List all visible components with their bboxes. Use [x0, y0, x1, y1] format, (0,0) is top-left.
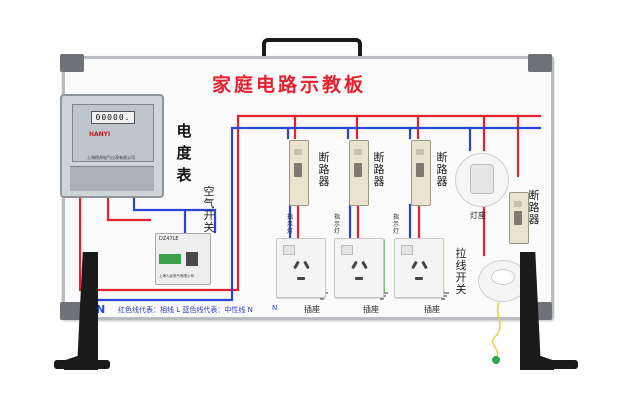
breaker-1-toggle[interactable]: [294, 163, 302, 177]
phase-wire-main: [78, 114, 542, 292]
stand-left-foot: [54, 360, 110, 369]
board-corner-top-left: [60, 54, 84, 72]
meter-display: 00000.: [91, 111, 135, 124]
board-corner-bottom-left: [60, 302, 84, 320]
rcd-lever[interactable]: [186, 252, 198, 266]
indicator-lamp-label-3: 指示灯: [392, 214, 399, 235]
board-title: 家庭电路示教板: [212, 74, 367, 96]
breaker-4-toggle[interactable]: [514, 211, 522, 225]
meter-label: 电度表: [176, 122, 192, 184]
socket-3-label: 插座: [424, 305, 440, 314]
socket-1-indicator: [283, 245, 295, 255]
socket-2[interactable]: [334, 238, 384, 298]
breaker-4[interactable]: [509, 192, 529, 244]
rcd-brand: 上海人民电气有限公司: [159, 274, 194, 278]
meter-window: 00000. HANYI 上海德邦电气仪表有限公司: [72, 104, 154, 162]
socket-1[interactable]: [276, 238, 326, 298]
lamp-holder: [455, 153, 509, 207]
pull-switch-cap: [491, 269, 515, 285]
wire-legend: 红色线代表：相线 L 蓝色线代表：中性线 N: [118, 306, 253, 314]
socket-3-indicator: [401, 245, 413, 255]
neutral-label-right: N: [272, 304, 278, 312]
electricity-meter: 00000. HANYI 上海德邦电气仪表有限公司: [60, 94, 164, 198]
socket-2-indicator: [341, 245, 353, 255]
breaker-3-label: 断路器: [436, 151, 448, 188]
meter-maker: 上海德邦电气仪表有限公司: [87, 155, 135, 160]
board-corner-top-right: [528, 54, 552, 72]
breaker-3[interactable]: [411, 140, 431, 206]
indicator-lamp-label-2: 指示灯: [333, 214, 340, 235]
neutral-wire-meter-out: [132, 188, 217, 234]
air-switch[interactable]: DZ47LE 上海人民电气有限公司: [155, 233, 211, 285]
pull-cord-bead: [492, 356, 500, 364]
lamp-socket: [470, 164, 494, 194]
socket-1-label: 插座: [304, 305, 320, 314]
socket-3[interactable]: [394, 238, 444, 298]
board-handle: [262, 38, 362, 60]
breaker-2-label: 断路器: [373, 151, 385, 188]
breaker-2-toggle[interactable]: [354, 163, 362, 177]
air-switch-label: 空气开关: [203, 185, 215, 234]
rcd-model: DZ47LE: [159, 236, 179, 242]
socket-2-label: 插座: [363, 305, 379, 314]
pull-switch[interactable]: [478, 260, 528, 302]
neutral-wire-main: [81, 126, 542, 302]
breaker-1[interactable]: [289, 140, 309, 206]
meter-brand: HANYI: [89, 131, 111, 138]
pull-cord: [491, 299, 501, 359]
pull-switch-label: 拉线开关: [455, 247, 467, 296]
meter-terminal-block: [70, 166, 154, 191]
breaker-2[interactable]: [349, 140, 369, 206]
rcd-test-panel: [159, 254, 181, 264]
neutral-label: N: [96, 303, 106, 316]
indicator-lamp-label-1: 指示灯: [286, 214, 293, 235]
stand-right-foot: [520, 360, 578, 369]
breaker-1-label: 断路器: [318, 151, 330, 188]
breaker-3-toggle[interactable]: [416, 163, 424, 177]
phase-wire-meter-out: [106, 188, 152, 222]
breaker-4-label: 断路器: [528, 189, 540, 226]
lamp-holder-label: 灯座: [470, 211, 486, 220]
